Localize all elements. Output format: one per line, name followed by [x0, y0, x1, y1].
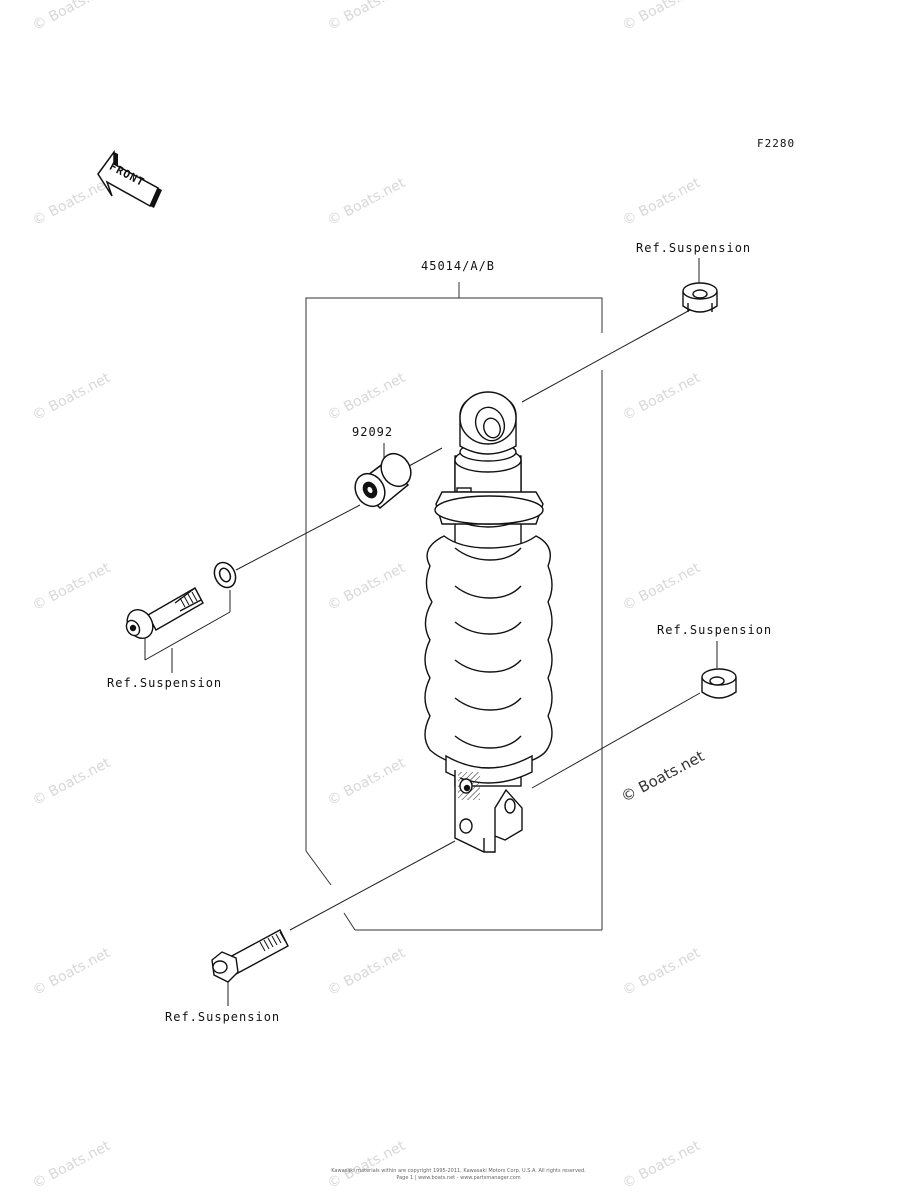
footer-page-info: Page 1 | www.boats.net - www.partsmanage…	[396, 1175, 521, 1181]
ref-suspension-bottom: Ref.Suspension	[165, 1010, 281, 1024]
bushing-part-number: 92092	[352, 425, 394, 439]
upper-nut-icon	[682, 282, 718, 313]
washer-icon	[213, 561, 237, 589]
lower-nut-icon	[701, 668, 737, 699]
upper-bolt-icon	[125, 587, 204, 640]
figure-code: F2280	[757, 137, 796, 150]
footer-copyright: Kawasaki materials within are copyright …	[331, 1168, 586, 1174]
lower-bolt-icon	[211, 929, 289, 983]
shock-absorber-icon	[424, 391, 553, 853]
assembly-bracket	[305, 282, 603, 931]
front-arrow-icon	[97, 149, 162, 208]
ref-suspension-left: Ref.Suspension	[107, 676, 223, 690]
ref-suspension-top-right: Ref.Suspension	[636, 241, 752, 255]
bushing-icon	[354, 452, 412, 510]
ref-suspension-middle-right: Ref.Suspension	[657, 623, 773, 637]
assembly-part-number: 45014/A/B	[421, 259, 496, 273]
